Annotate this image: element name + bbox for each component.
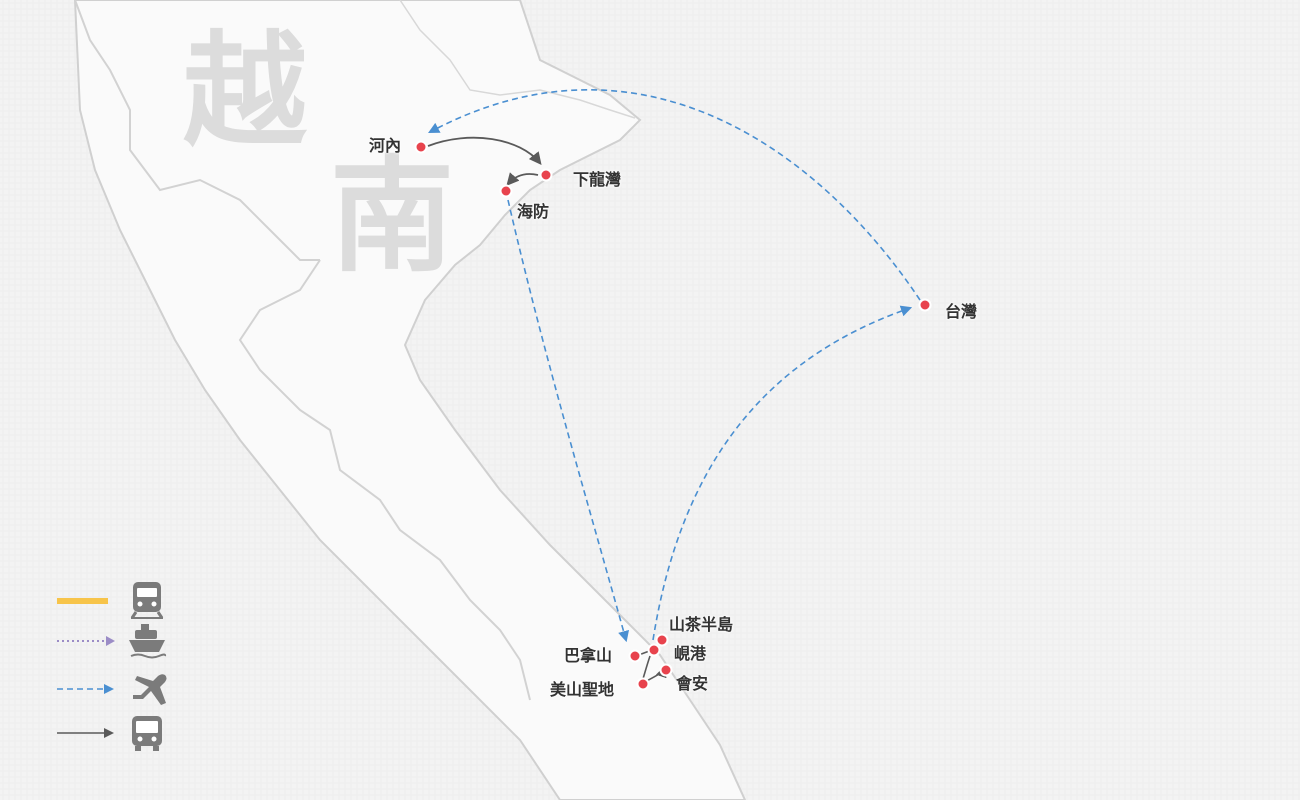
city-marker-taiwan[interactable] xyxy=(918,298,932,312)
flight-route-taiwan-hanoi xyxy=(428,89,921,301)
legend-ship-arrowhead xyxy=(106,636,115,646)
city-markers xyxy=(414,140,932,691)
legend-plane-arrowhead xyxy=(104,684,114,694)
city-label-taiwan[interactable]: 台灣 xyxy=(945,302,978,321)
bus-route-hanoi-halong xyxy=(427,136,542,165)
city-marker-hanoi[interactable] xyxy=(414,140,428,154)
city-marker-bana[interactable] xyxy=(628,649,642,663)
city-label-danang[interactable]: 峴港 xyxy=(674,644,707,663)
bus-icon xyxy=(132,716,162,751)
border-line xyxy=(238,259,531,701)
bus-route-halong-haiphong xyxy=(506,172,539,186)
city-label-halong[interactable]: 下龍灣 xyxy=(573,170,622,189)
city-marker-haiphong[interactable] xyxy=(499,184,513,198)
legend-bus-arrowhead xyxy=(104,728,114,738)
city-marker-halong[interactable] xyxy=(539,168,553,182)
city-marker-myson[interactable] xyxy=(636,677,650,691)
city-marker-danang[interactable] xyxy=(647,643,661,657)
coastline xyxy=(399,0,636,119)
vietnam-land xyxy=(73,0,747,800)
legend-lines xyxy=(57,598,115,738)
city-label-hoian[interactable]: 會安 xyxy=(676,674,709,693)
country-name-char-1: 越 xyxy=(183,20,308,164)
flight-route-danang-taiwan xyxy=(652,305,913,641)
city-marker-hoian[interactable] xyxy=(659,663,673,677)
city-label-hanoi[interactable]: 河內 xyxy=(369,136,402,155)
border-line xyxy=(74,0,320,261)
airplane-icon xyxy=(133,674,167,705)
city-label-haiphong[interactable]: 海防 xyxy=(517,202,550,221)
city-label-myson[interactable]: 美山聖地 xyxy=(550,680,615,699)
city-label-sontra[interactable]: 山茶半島 xyxy=(669,615,734,634)
city-label-bana[interactable]: 巴拿山 xyxy=(564,646,613,665)
train-icon xyxy=(130,582,164,619)
city-marker-sontra[interactable] xyxy=(655,633,669,647)
ship-icon xyxy=(129,624,167,659)
country-name-char-2: 南 xyxy=(330,145,455,289)
